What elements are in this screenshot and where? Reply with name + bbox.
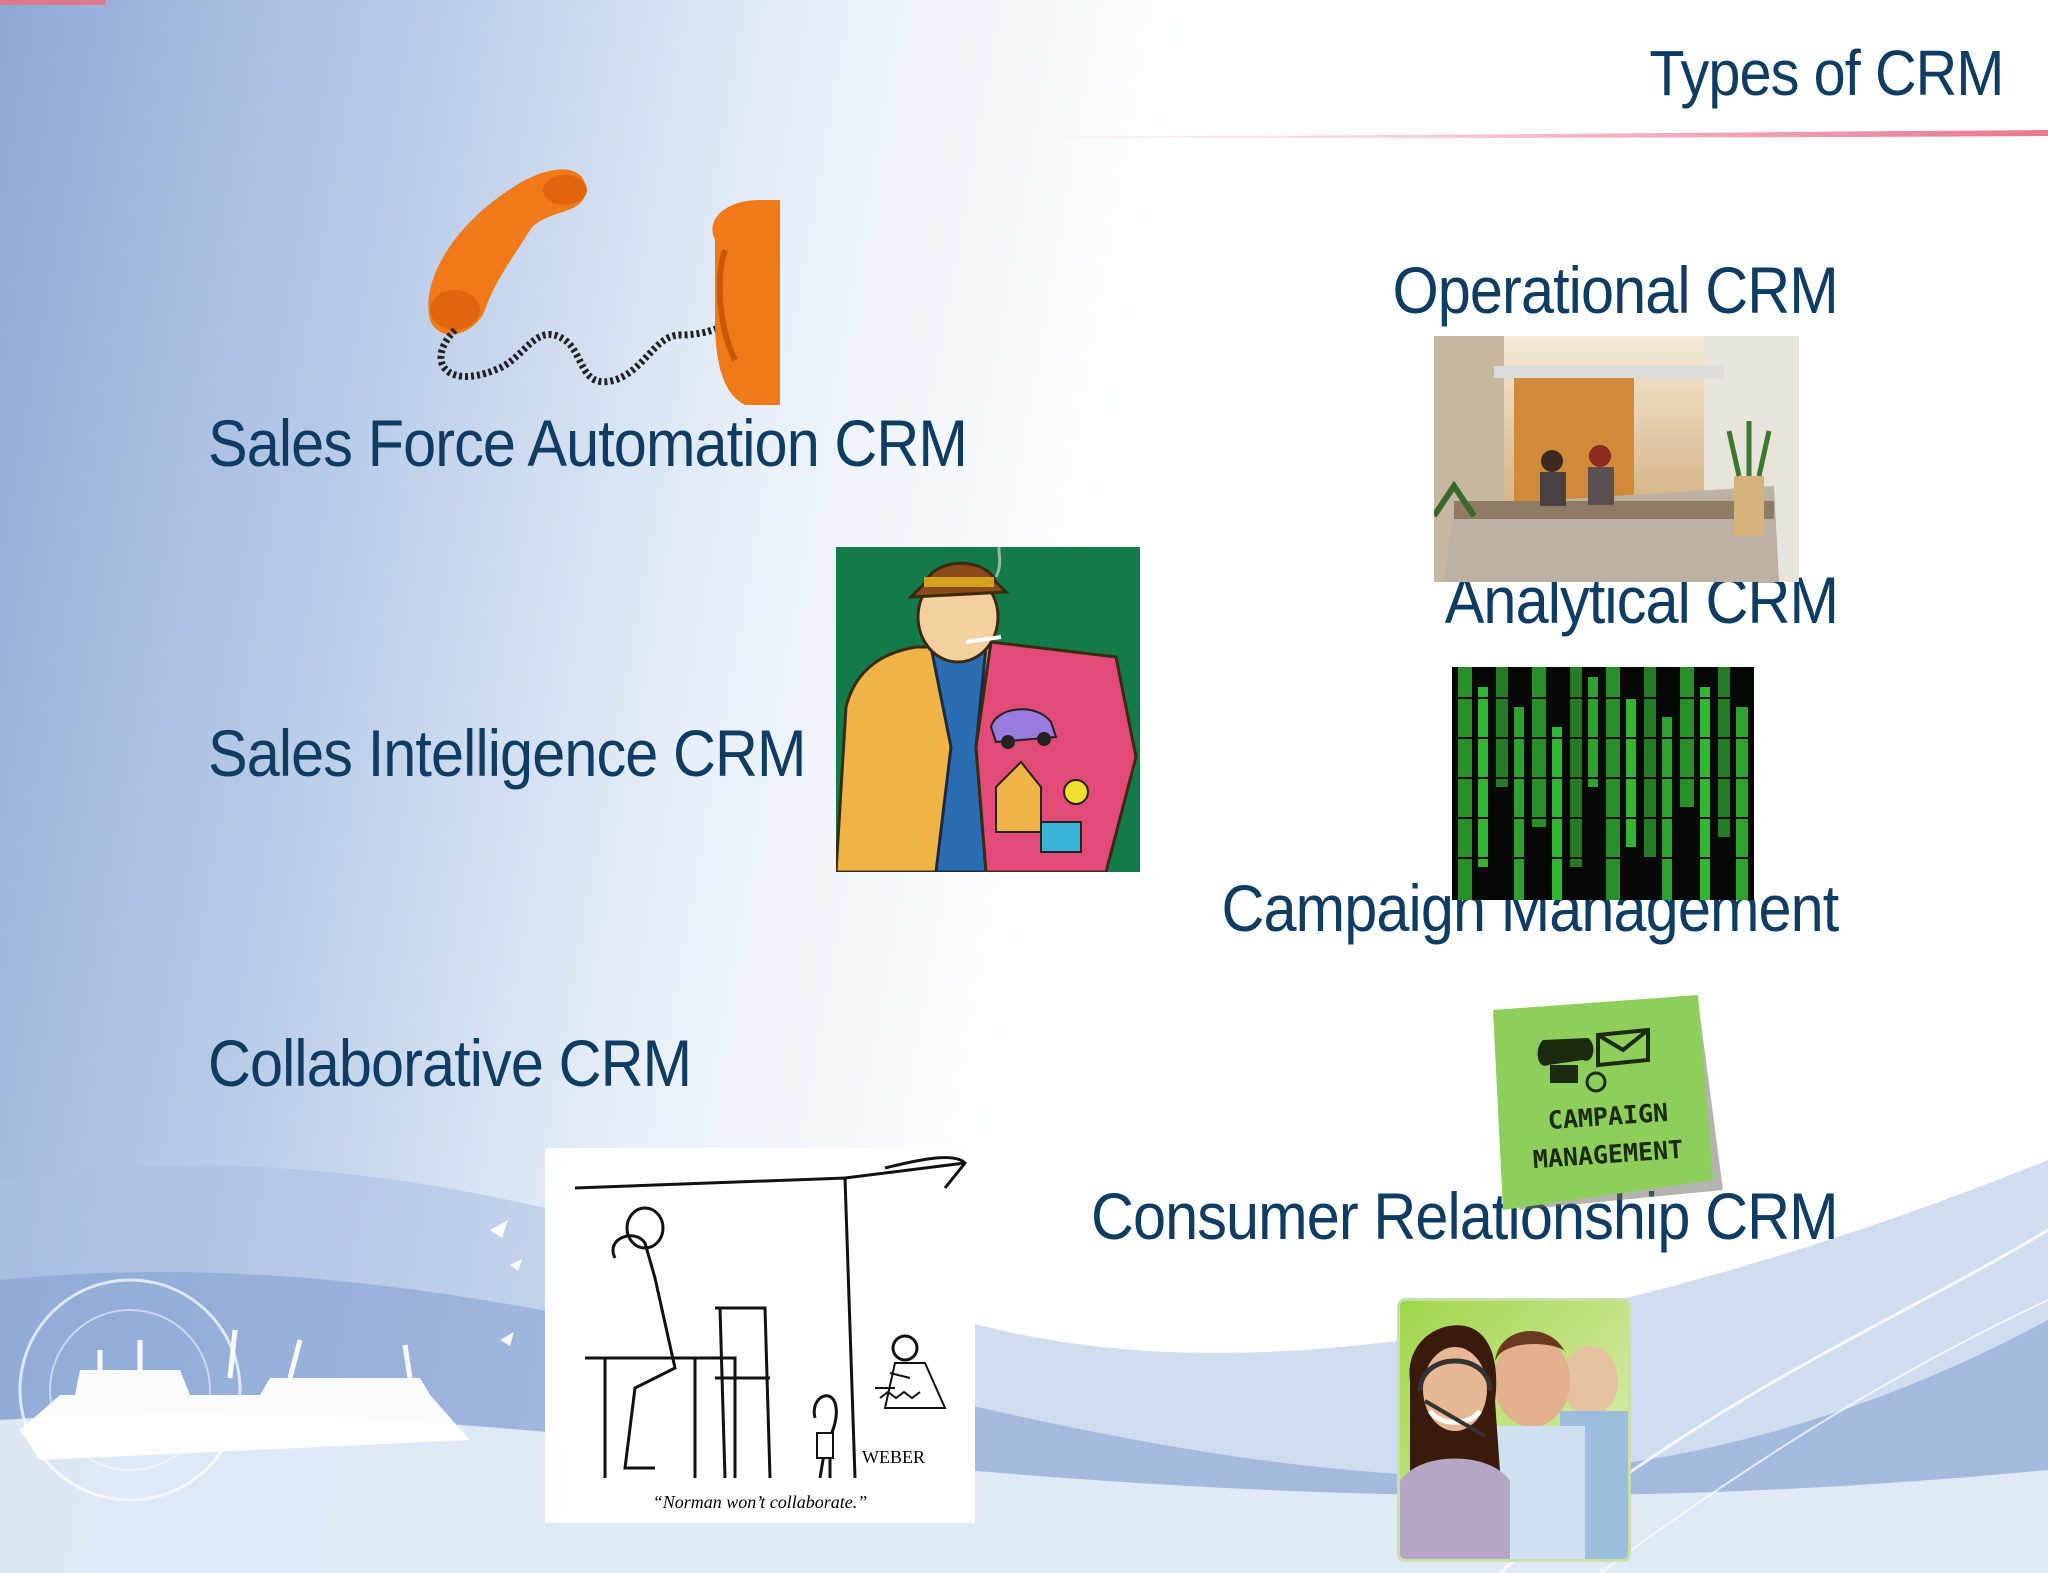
label-sales-force-automation-crm: Sales Force Automation CRM: [208, 406, 968, 480]
collaboration-cartoon-image: WEBER “Norman won’t collaborate.”: [545, 1148, 975, 1523]
cartoon-signature: WEBER: [862, 1447, 925, 1467]
label-operational-crm: Operational CRM: [1392, 253, 1839, 327]
reception-desk-photo: [1434, 336, 1799, 582]
salesman-cartoon-image: [836, 547, 1140, 872]
call-center-agents-photo: [1397, 1298, 1631, 1562]
matrix-code-image: [1452, 667, 1754, 900]
label-consumer-relationship-crm: Consumer Relationship CRM: [1091, 1179, 1839, 1253]
campaign-management-sticky-note: CAMPAIGN MANAGEMENT: [1488, 990, 1728, 1215]
orange-telephone-image: [415, 160, 780, 405]
slide-title: Types of CRM: [1648, 37, 2004, 109]
label-sales-intelligence-crm: Sales Intelligence CRM: [208, 716, 806, 790]
title-underline: [1040, 130, 2048, 138]
label-collaborative-crm: Collaborative CRM: [208, 1026, 692, 1100]
cartoon-caption: “Norman won’t collaborate.”: [652, 1492, 868, 1512]
top-accent-strip: [0, 0, 105, 5]
